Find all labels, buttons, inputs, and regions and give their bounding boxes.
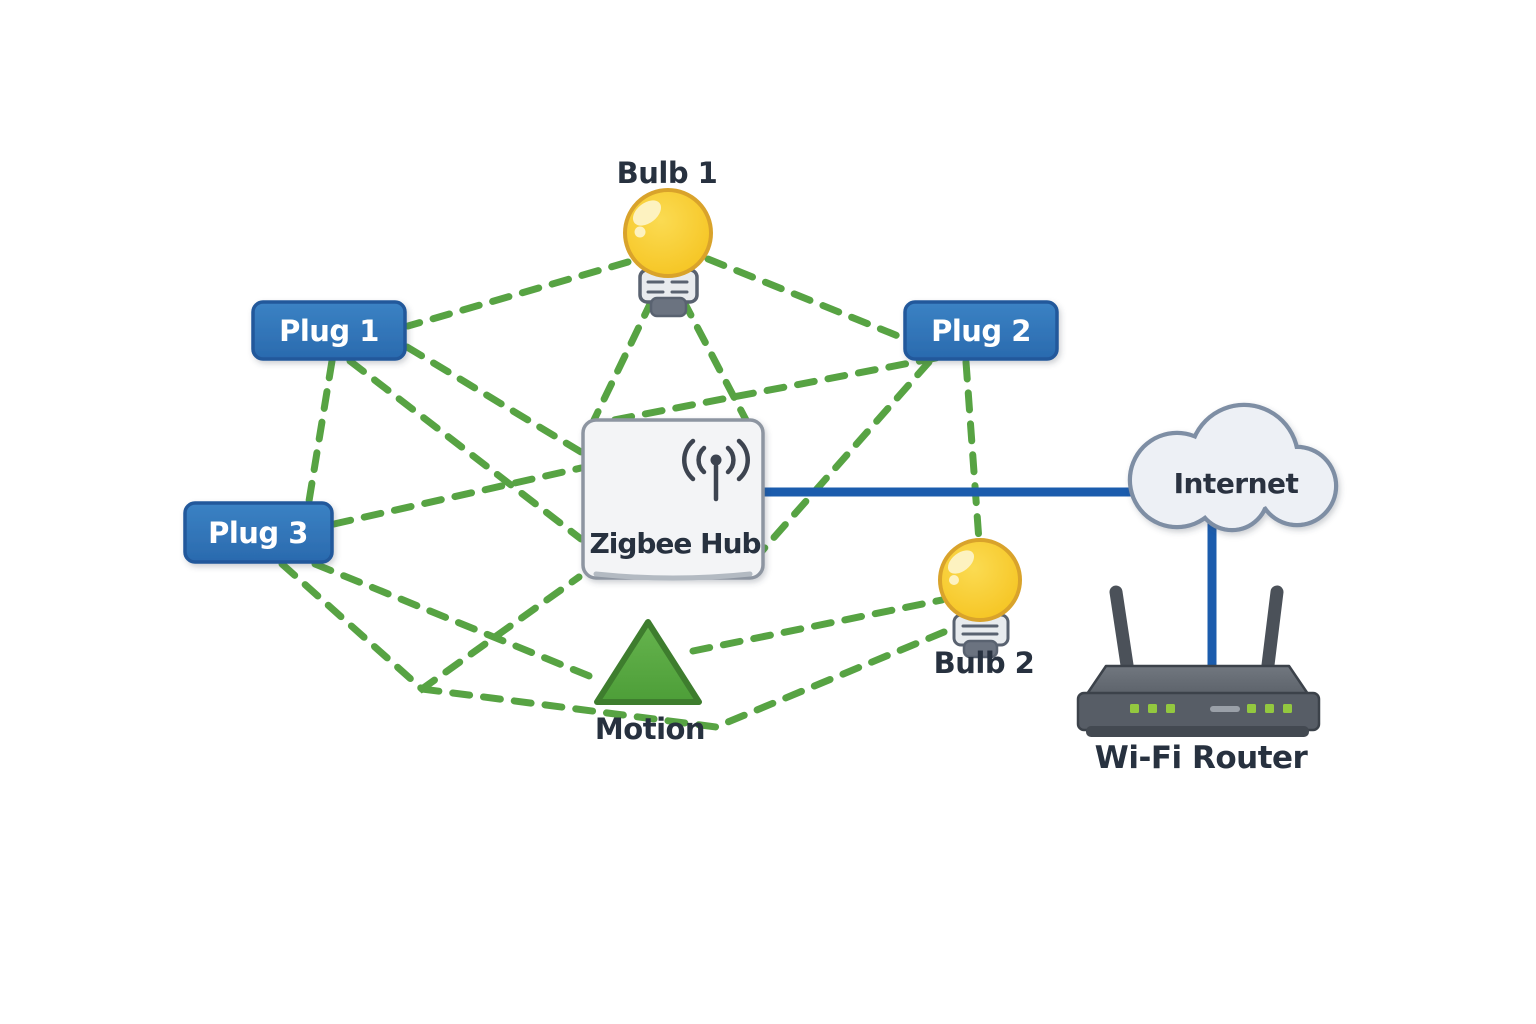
mesh-link-bulb1-hub-a: [590, 296, 656, 424]
mesh-link-plug1-hub-b: [346, 357, 585, 543]
cloud-fill-union: [1132, 407, 1334, 528]
smart-plug-button: [251, 300, 407, 361]
bulb2-node: Bulb 2: [934, 538, 1035, 680]
mesh-link-bulb1-plug2: [704, 255, 907, 342]
zigbee-hub-node: Zigbee Hub: [581, 418, 765, 581]
plug1-node: Plug 1: [251, 300, 407, 361]
bulb1-highlight: [632, 200, 662, 226]
router-status-leds: [1130, 704, 1292, 713]
mesh-link-motion-bulb2: [689, 596, 946, 655]
bulb2-highlight: [947, 550, 975, 574]
bulb1-highlight-dot: [634, 226, 646, 238]
router-label: Wi-Fi Router: [1095, 740, 1309, 776]
motion-label: Motion: [595, 712, 705, 746]
router-slot: [1210, 706, 1240, 712]
mesh-link-plug2-bulb2: [962, 358, 983, 545]
motion-node: Motion: [594, 619, 706, 746]
mesh-link-plug1-hub-a: [403, 343, 585, 456]
bulb1-node: Bulb 1: [617, 156, 718, 318]
mesh-link-plug1-plug3: [305, 357, 336, 505]
router-node: Wi-Fi Router: [1076, 585, 1321, 776]
plug3-node: Plug 3: [183, 501, 334, 564]
plug2-label: Plug 2: [931, 314, 1031, 348]
wifi-router-icon: [1076, 691, 1321, 732]
mesh-link-bulb1-hub-b: [679, 296, 750, 424]
bulb2-cap: [962, 639, 999, 659]
router-antennas: [1109, 585, 1284, 672]
smart-plug-button: [183, 501, 334, 564]
mesh-link-plug2-hub-b: [758, 358, 933, 555]
hub-bottom-edge: [593, 571, 753, 581]
motion-sensor-triangle-icon: [594, 619, 702, 705]
bulb2-highlight-dot: [949, 575, 959, 585]
mesh-link-hub-bulb2-routed: [418, 628, 948, 731]
bulb1-label: Bulb 1: [617, 156, 718, 190]
plug2-node: Plug 2: [903, 300, 1059, 361]
mesh-link-plug3-motion: [311, 560, 603, 684]
bulb1-screw-threads: [646, 280, 689, 294]
antenna-icon: [682, 438, 750, 502]
wired-links: [758, 487, 1217, 677]
router-top-face: [1085, 664, 1310, 696]
mesh-link-plug3-hub-b: [278, 560, 583, 694]
mesh-link-plug3-hub-a: [330, 464, 585, 528]
internet-node: Internet: [1127, 402, 1339, 533]
router-base-lip: [1086, 726, 1309, 737]
internet-label: Internet: [1174, 467, 1299, 500]
hub-label: Zigbee Hub: [589, 527, 760, 560]
mesh-link-bulb1-plug1: [404, 258, 632, 330]
mesh-link-plug2-hub-a: [594, 354, 940, 427]
smart-plug-button: [903, 300, 1059, 361]
plug3-label: Plug 3: [208, 516, 308, 550]
plug1-label: Plug 1: [279, 314, 379, 348]
bulb1-cap: [649, 296, 688, 318]
bulb2-label: Bulb 2: [934, 646, 1035, 680]
mesh-links: [278, 255, 983, 731]
